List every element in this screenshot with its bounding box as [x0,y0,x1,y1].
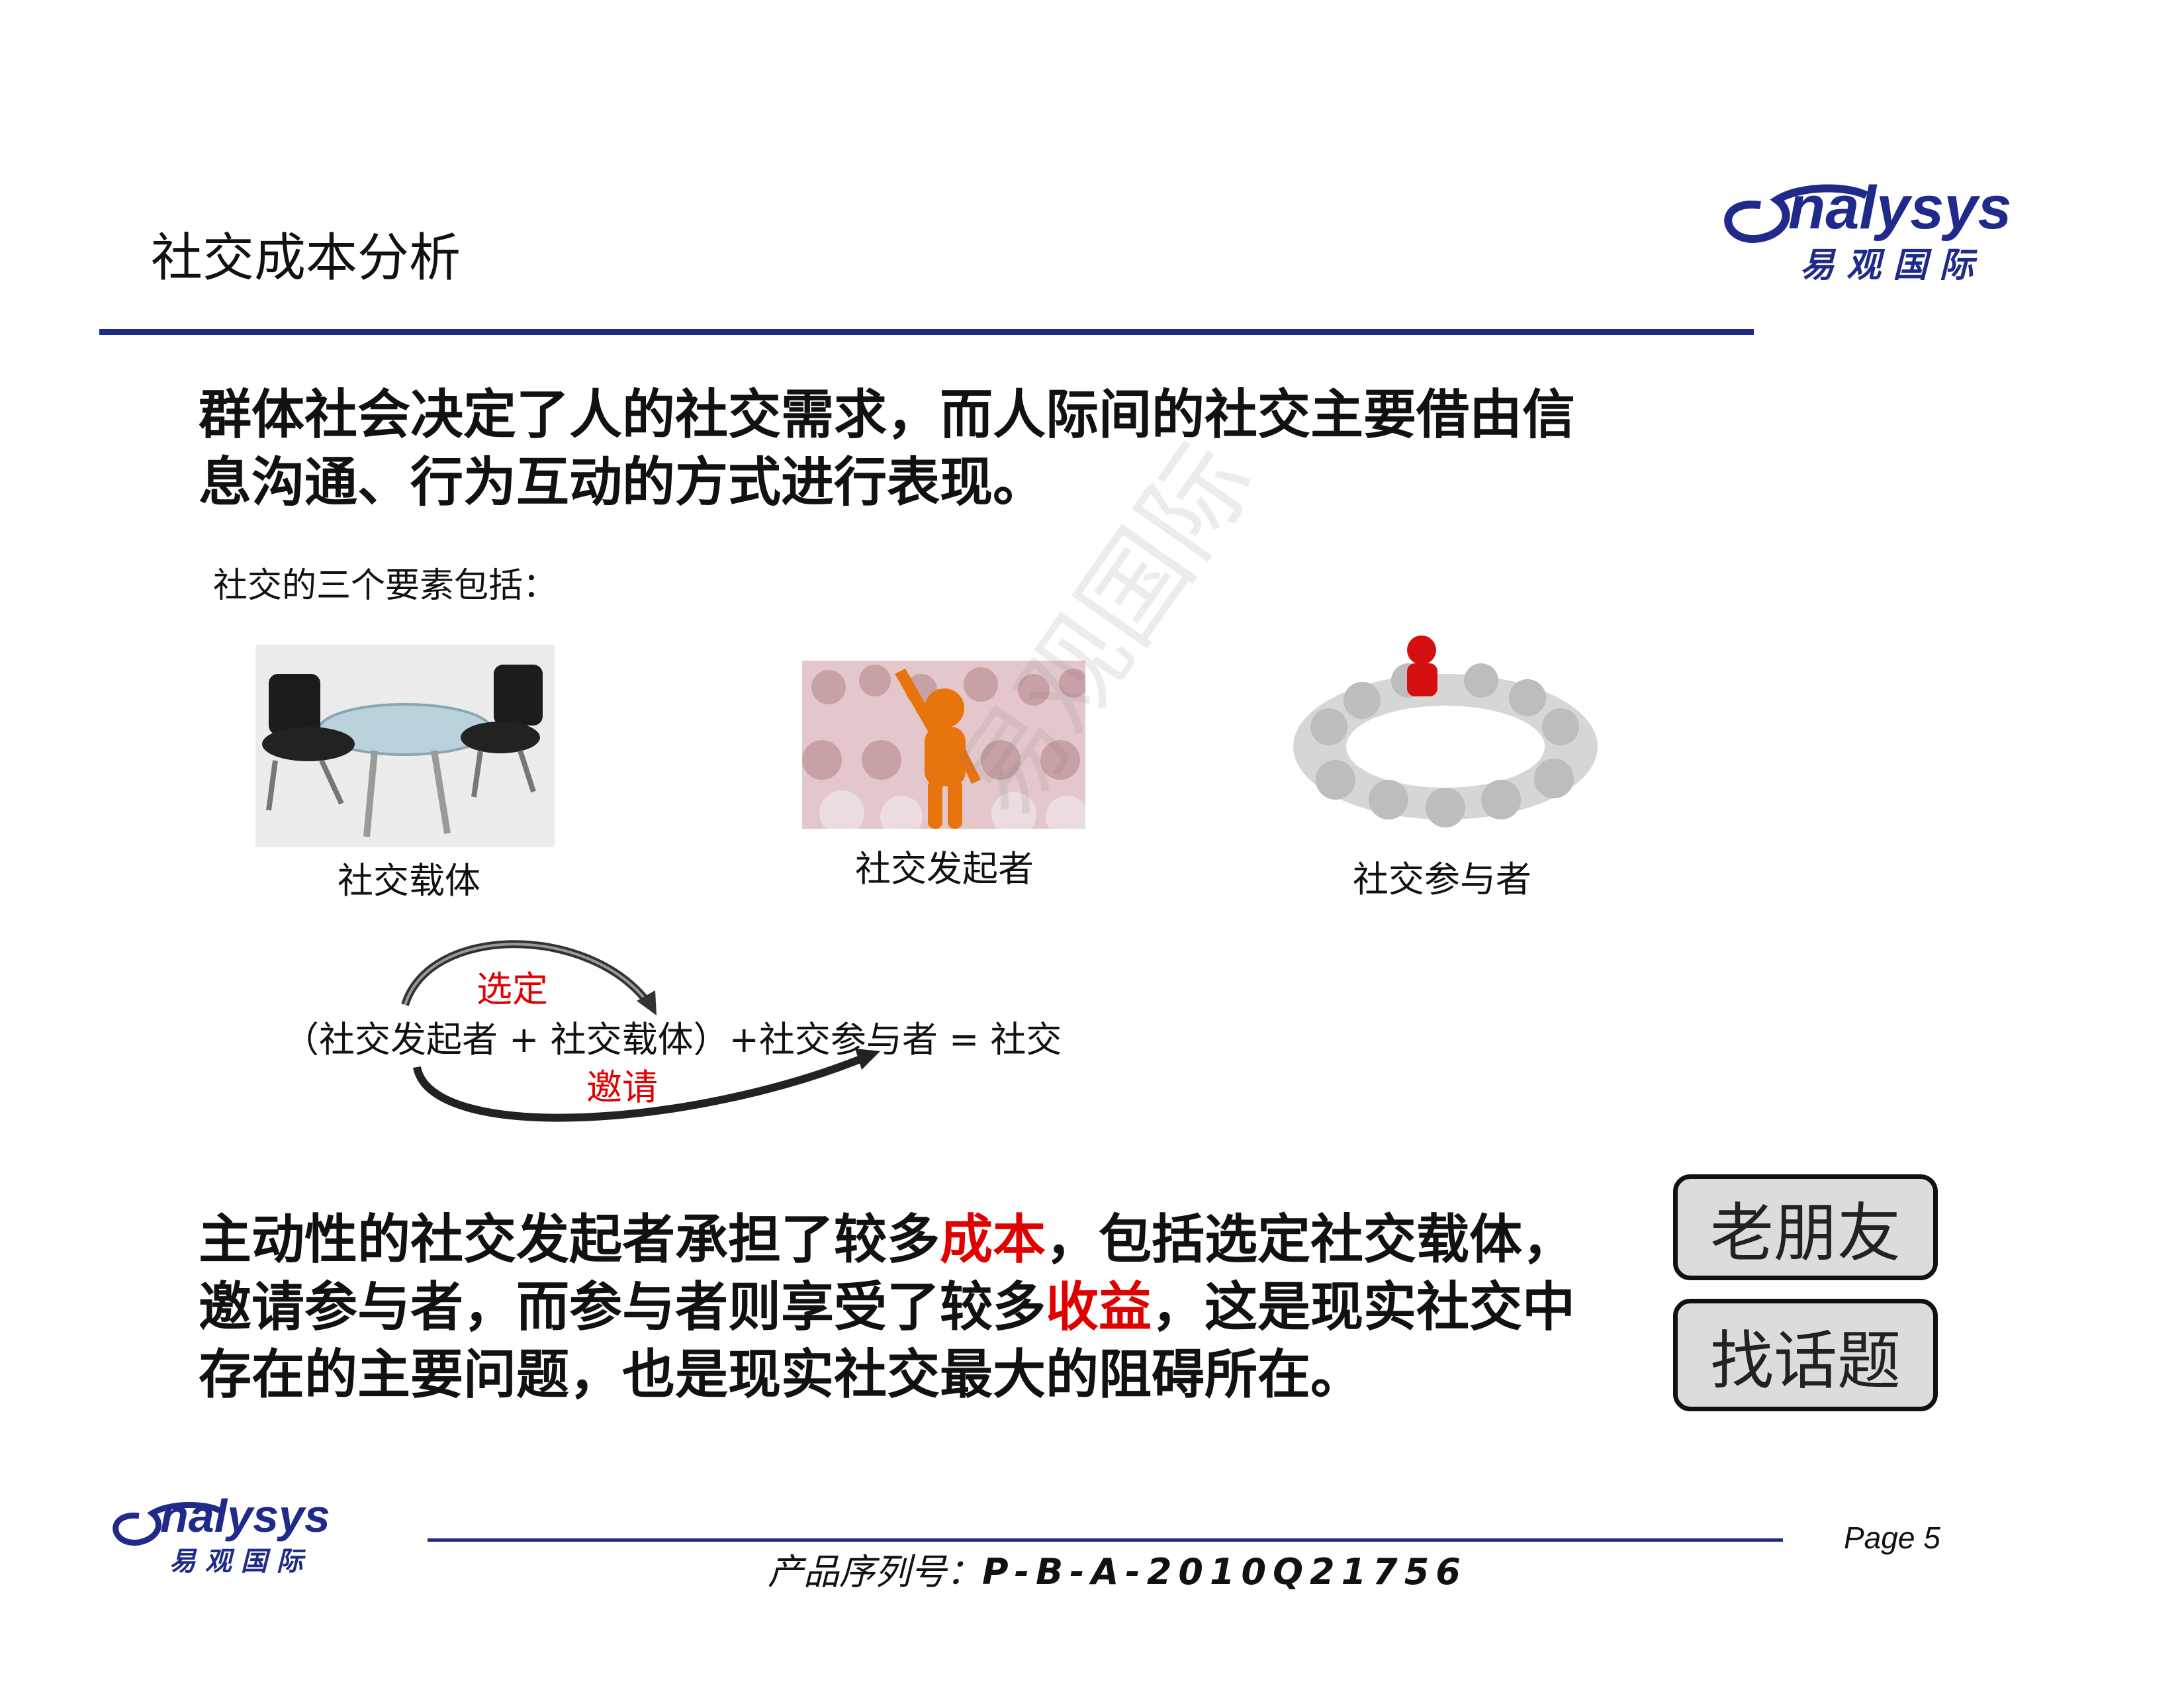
select-invite-arrows [401,940,880,1122]
highlight-cost: 成本 [940,1209,1046,1270]
old-friend-button[interactable]: 老朋友 [1673,1174,1938,1280]
page-number: Page 5 [1844,1521,1940,1555]
caption-carrier: 社交载体 [338,860,480,902]
intro-paragraph: 群体社会决定了人的社交需求，而人际间的社交主要借由信 息沟通、行为互动的方式进行… [199,381,1575,516]
table-chairs-image [255,645,555,847]
header-logo: nalysys 易 观 国 际 [1714,159,2071,285]
elements-heading: 社交的三个要素包括： [213,566,558,606]
highlight-benefit: 收益 [1046,1276,1152,1338]
logo-chinese: 易 观 国 际 [1800,246,1974,285]
product-serial: 产品序列号：P-B-A-2010Q21756 [768,1542,1467,1595]
summary-line-2-b: ，这是现实社交中 [1152,1276,1575,1338]
summary-line-2: 邀请参与者，而参与者则享受了较多收益，这是现实社交中 [199,1274,1575,1341]
intro-line-2: 息沟通、行为互动的方式进行表现。 [199,451,1046,513]
circle-participants-image [1289,634,1602,833]
footer-divider [428,1538,1783,1542]
footer-logo-chinese: 易 观 国 际 [169,1546,303,1577]
footer-logo: nalysys 易 观 国 际 [106,1483,384,1582]
summary-paragraph: 主动性的社交发起者承担了较多成本，包括选定社交载体， 邀请参与者，而参与者则享受… [199,1206,1575,1409]
social-formula: （社交发起者 + 社交载体）+社交参与者 = 社交 [283,1019,1062,1060]
summary-line-1-a: 主动性的社交发起者承担了较多 [199,1209,940,1270]
footer-logo-wordmark: nalysys [160,1490,330,1542]
caption-participants: 社交参与者 [1353,859,1531,900]
page-title: 社交成本分析 [151,228,461,288]
serial-label: 产品序列号： [768,1551,982,1593]
header-divider [99,329,1754,335]
logo-swoosh-icon [1724,184,1868,243]
table-chairs-illustration [262,665,543,837]
crowd-illustration [802,665,1085,829]
summary-line-3: 存在的主要问题，也是现实社交最大的阻碍所在。 [199,1344,1363,1405]
crowd-initiator-image [802,661,1085,829]
summary-line-1-b: ，包括选定社交载体， [1046,1209,1575,1270]
logo-wordmark: nalysys [1788,174,2012,242]
participants-illustration [1293,635,1598,827]
summary-line-2-a: 邀请参与者，而参与者则享受了较多 [199,1276,1046,1338]
find-topic-button[interactable]: 找话题 [1673,1299,1938,1411]
summary-line-1: 主动性的社交发起者承担了较多成本，包括选定社交载体， [199,1206,1575,1274]
invite-arrow-icon [413,1053,869,1122]
serial-value: P-B-A-2010Q21756 [982,1551,1467,1593]
select-label: 选定 [477,968,548,1010]
caption-initiator: 社交发起者 [855,848,1034,890]
intro-line-1: 群体社会决定了人的社交需求，而人际间的社交主要借由信 [199,384,1575,445]
footer-logo-swoosh-icon [113,1501,222,1546]
invite-label: 邀请 [586,1066,658,1108]
